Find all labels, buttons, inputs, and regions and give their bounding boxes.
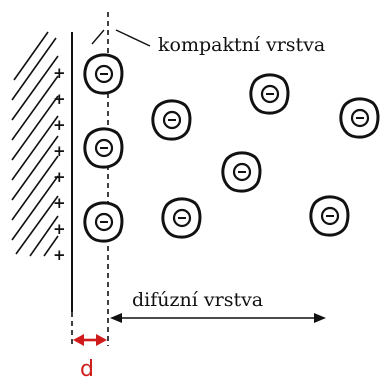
compact-layer-label: kompaktní vrstva <box>158 34 325 56</box>
electrode-hatching <box>12 32 58 256</box>
thickness-label: d <box>80 357 94 380</box>
plus-sign: + <box>53 194 66 212</box>
ion <box>85 203 122 241</box>
ion <box>341 99 378 137</box>
thickness-arrow <box>73 334 107 346</box>
ion <box>223 153 260 191</box>
plus-sign: + <box>53 142 66 160</box>
plus-sign: + <box>53 168 66 186</box>
plus-sign: + <box>53 246 66 264</box>
ion <box>153 101 190 139</box>
compact-layer-leader <box>92 30 150 46</box>
diffuse-layer-arrow <box>110 313 326 323</box>
ion <box>163 199 200 237</box>
surface-charges: + + + + + + + + <box>53 64 66 264</box>
plus-sign: + <box>53 220 66 238</box>
plus-sign: + <box>53 64 66 82</box>
ion <box>85 55 122 93</box>
ion <box>311 197 348 235</box>
ions <box>85 55 378 241</box>
ion <box>251 75 288 113</box>
plus-sign: + <box>53 116 66 134</box>
plus-sign: + <box>53 90 66 108</box>
diffuse-layer-label: difúzní vrstva <box>132 289 263 311</box>
ion <box>85 129 122 167</box>
